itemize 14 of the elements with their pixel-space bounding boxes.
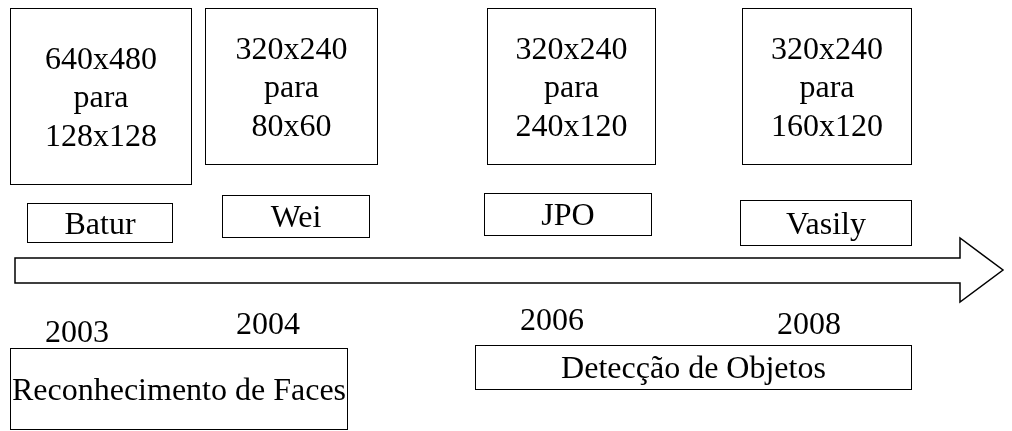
author-box: Vasily [740, 200, 912, 246]
year-label: 2006 [520, 303, 584, 335]
transform-box: 320x240 para 240x120 [487, 8, 656, 165]
year-label: 2008 [777, 307, 841, 339]
author-box: Batur [27, 203, 173, 243]
transform-box: 320x240 para 80x60 [205, 8, 378, 165]
category-box: Detecção de Objetos [475, 345, 912, 390]
category-box: Reconhecimento de Faces [10, 348, 348, 430]
year-label: 2003 [45, 315, 109, 347]
author-box: JPO [484, 193, 652, 236]
author-box: Wei [222, 195, 370, 238]
transform-box: 640x480 para 128x128 [10, 8, 192, 185]
year-label: 2004 [236, 307, 300, 339]
transform-box: 320x240 para 160x120 [742, 8, 912, 165]
